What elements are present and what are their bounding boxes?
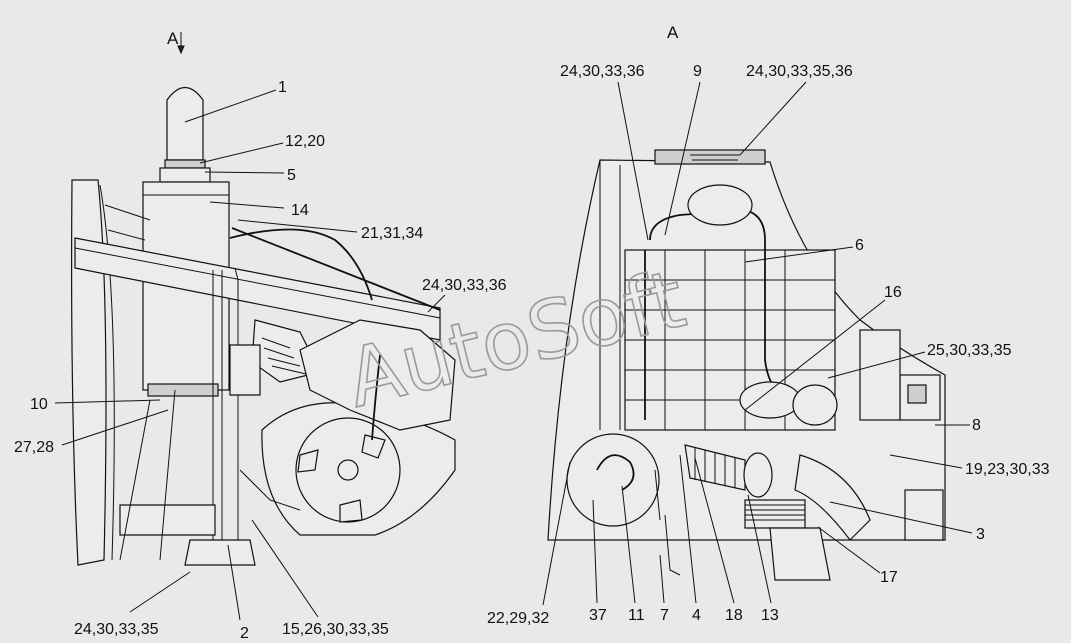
callout-21-31-34: 21,31,34 [361, 225, 423, 242]
spring [690, 154, 740, 161]
flywheel-lug-2 [361, 434, 386, 459]
view-mark-left: A [167, 29, 179, 48]
pipe-bend [229, 228, 373, 301]
tie-rod-upper [231, 227, 441, 311]
lower-bracket-right [654, 469, 681, 576]
support-beam [74, 237, 441, 341]
bellows-ribs [745, 504, 805, 521]
callout-24-30-33-36-right: 24,30,33,36 [560, 63, 645, 80]
callout-14: 14 [291, 202, 309, 219]
callout-15-26-30-33-35: 15,26,30,33,35 [282, 621, 389, 638]
callout-3: 3 [976, 526, 985, 543]
lower-bracket [119, 504, 216, 536]
control-box-detail [907, 384, 927, 404]
pulley [687, 184, 753, 226]
flywheel-lug-1 [297, 449, 319, 473]
cab-inner-posts [599, 160, 621, 430]
vertical-support-right [234, 267, 239, 560]
frame-braces [104, 204, 151, 241]
callout-5: 5 [287, 167, 296, 184]
callout-9: 9 [693, 63, 702, 80]
exhaust-pipe [769, 527, 831, 581]
callout-16: 16 [884, 284, 902, 301]
callout-12-20: 12,20 [285, 133, 325, 150]
air-filter-bowl [566, 433, 660, 527]
expansion-tank-cap [739, 381, 801, 419]
callout-19-23-30-33: 19,23,30,33 [965, 461, 1050, 478]
beam-edge [74, 247, 441, 319]
callout-24-30-33-35-36: 24,30,33,35,36 [746, 63, 853, 80]
actuator [904, 489, 944, 541]
frame-inner-line [99, 184, 115, 561]
lower-rods [119, 389, 176, 561]
right-view: A 24,30,33,36 9 24,30,33,35,36 6 16 25,3… [487, 23, 1050, 627]
hose-clamp-ring [743, 452, 773, 498]
callout-37: 37 [589, 607, 607, 624]
elbow-pipe [794, 454, 871, 541]
top-rail [654, 149, 766, 165]
flywheel-lug-3 [339, 499, 363, 523]
cable-run [239, 469, 301, 511]
callout-17: 17 [880, 569, 898, 586]
mount-base [184, 539, 256, 566]
callout-27-28: 27,28 [14, 439, 54, 456]
callout-7: 7 [660, 607, 669, 624]
callout-13: 13 [761, 607, 779, 624]
air-intake-cap [166, 86, 204, 161]
callout-10: 10 [30, 396, 48, 413]
intake-collar [159, 167, 211, 183]
callout-8: 8 [972, 417, 981, 434]
cable-black [371, 354, 381, 441]
view-arrow-head-left [177, 45, 185, 55]
tank-end [792, 384, 838, 426]
view-mark-right: A [667, 23, 679, 42]
callout-25-30-33-35: 25,30,33,35 [927, 342, 1012, 359]
callout-6: 6 [855, 237, 864, 254]
flywheel-hub [337, 459, 359, 481]
callout-18: 18 [725, 607, 743, 624]
callout-22-29-32: 22,29,32 [487, 610, 549, 627]
intake-clamp [164, 159, 206, 169]
hose-ribs-right [694, 448, 736, 488]
side-panel [859, 329, 901, 421]
housing-bottom-flange [147, 383, 219, 397]
callout-2: 2 [240, 625, 249, 642]
hose-bracket [229, 344, 261, 396]
bowl-clamp [596, 454, 635, 491]
left-view: A 1 12,20 5 14 21,31,34 24,30,33,36 10 2… [14, 29, 507, 642]
callout-24-30-33-36-left: 24,30,33,36 [422, 277, 507, 294]
callout-4: 4 [692, 607, 701, 624]
callout-11: 11 [628, 607, 645, 624]
callout-24-30-33-35-left: 24,30,33,35 [74, 621, 159, 638]
hose-ribs [261, 337, 307, 375]
left-leaders [54, 89, 446, 621]
callout-1: 1 [278, 79, 287, 96]
right-leaders [542, 81, 973, 606]
